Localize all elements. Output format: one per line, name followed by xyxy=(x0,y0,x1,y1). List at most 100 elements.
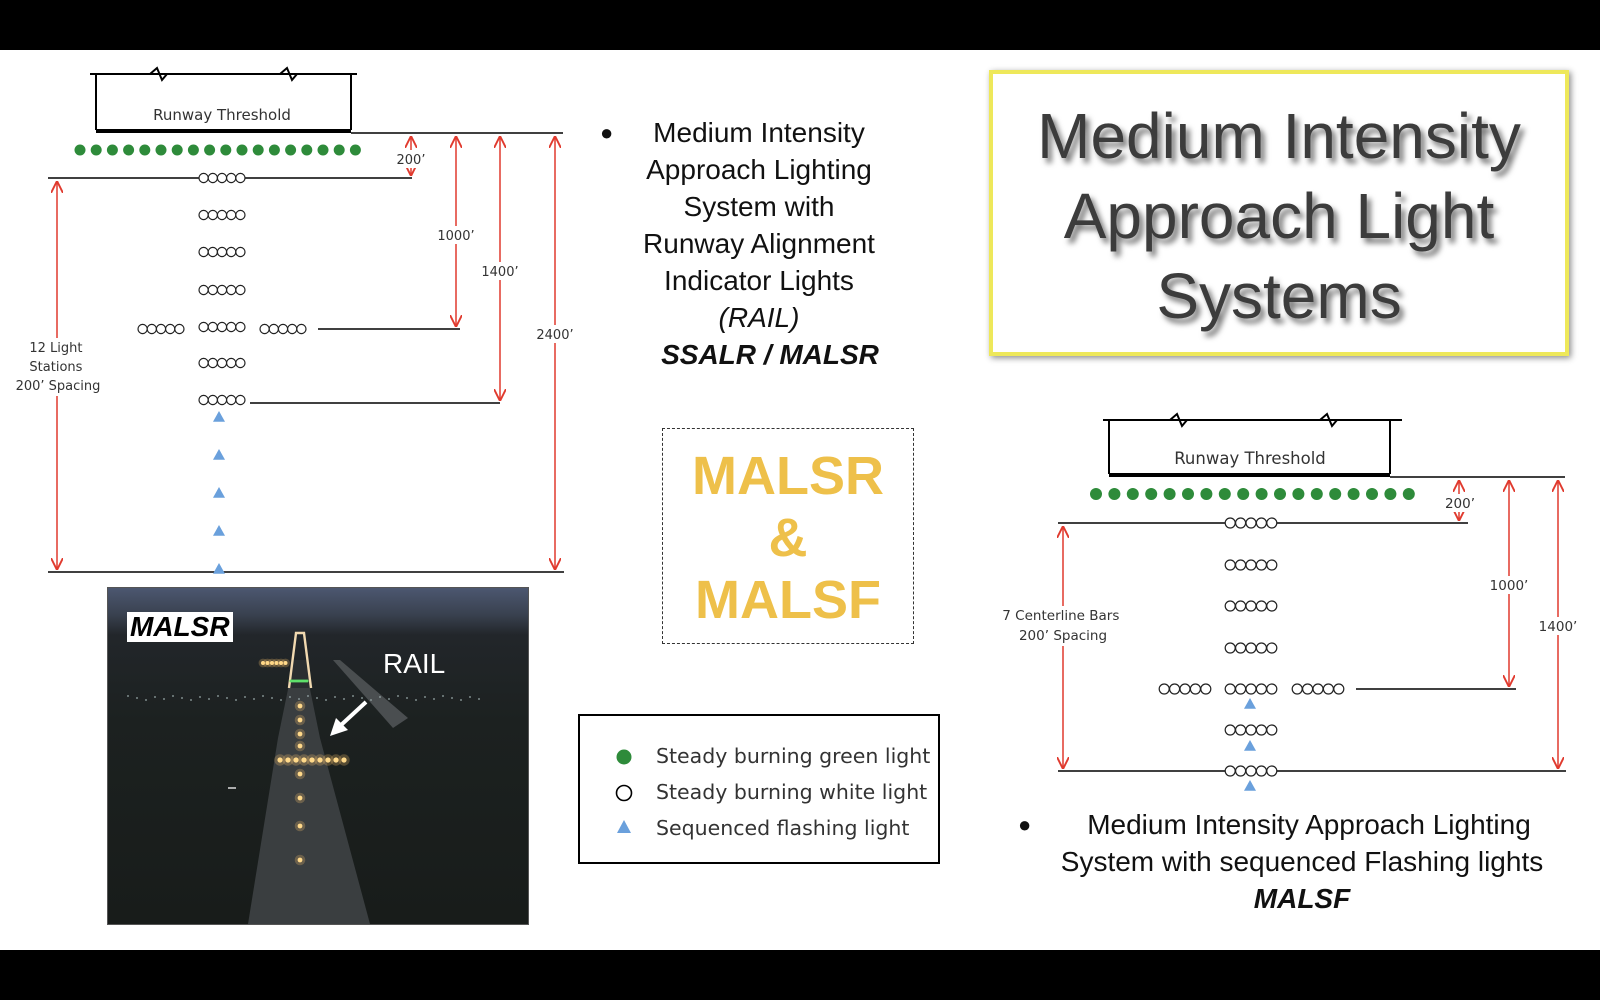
green-light xyxy=(1274,488,1286,500)
green-light xyxy=(317,144,329,156)
green-light xyxy=(90,144,102,156)
light-bar xyxy=(198,209,246,221)
spacing-label: 7 Centerline Bars 200’ Spacing xyxy=(1002,608,1123,644)
runway-light xyxy=(277,757,283,763)
light-bar xyxy=(1291,683,1345,695)
runway-light xyxy=(261,661,265,665)
desc-line: Medium Intensity xyxy=(653,117,865,148)
light-bar xyxy=(1158,683,1212,695)
light-bar xyxy=(198,246,246,258)
runway-scene xyxy=(127,631,480,924)
runway-light xyxy=(297,703,303,709)
desc-line: System with xyxy=(683,191,835,222)
light-bar xyxy=(1224,600,1278,612)
flasher-icon xyxy=(213,411,225,422)
light-bar xyxy=(1224,683,1278,695)
light-bar xyxy=(1224,724,1278,736)
green-light xyxy=(1108,488,1121,500)
flasher-icon xyxy=(213,449,225,460)
dim-1000: 1000’ xyxy=(437,229,474,244)
ampersand-label: & xyxy=(768,508,808,568)
light-bar xyxy=(198,321,246,333)
green-threshold-lights xyxy=(74,144,361,156)
green-light xyxy=(1200,488,1213,500)
green-light xyxy=(1145,488,1158,500)
title-box: Medium Intensity Approach Light Systems xyxy=(989,70,1569,356)
runway-light xyxy=(283,661,288,665)
dim-1400: 1400’ xyxy=(481,265,518,280)
desc-line: Runway Alignment xyxy=(643,228,875,259)
flasher-icon xyxy=(1244,740,1256,751)
green-light xyxy=(268,144,280,156)
light-bar xyxy=(1224,517,1278,529)
white-light-bars xyxy=(1158,517,1345,777)
malsf-diagram: Runway Threshold 200’ 1000’ 1400’ 7 Cent… xyxy=(1000,412,1582,791)
runway-light xyxy=(270,661,274,665)
green-light xyxy=(1126,488,1139,500)
green-light xyxy=(171,144,183,156)
green-light xyxy=(123,144,135,156)
rail-label: RAIL xyxy=(383,648,446,679)
green-light xyxy=(1366,488,1378,500)
slide: Runway Threshold 200’ 1000’ 1400’ 2400’ … xyxy=(0,50,1600,950)
green-light xyxy=(187,144,199,156)
dim-2400: 2400’ xyxy=(536,328,573,343)
white-light-bars xyxy=(137,172,307,406)
green-light xyxy=(349,144,361,156)
runway-light xyxy=(317,757,323,763)
runway-light xyxy=(274,661,279,665)
runway-light xyxy=(297,731,303,737)
blue-triangle-icon xyxy=(617,820,631,833)
flasher-icon xyxy=(1244,780,1256,791)
green-light xyxy=(1255,488,1268,500)
runway-light xyxy=(297,717,303,723)
legend-icons xyxy=(615,749,633,833)
dim-1000: 1000’ xyxy=(1490,578,1529,594)
green-light xyxy=(1182,488,1194,500)
runway-light xyxy=(297,823,303,829)
desc-line: Medium Intensity Approach Lighting xyxy=(1087,809,1531,840)
green-light xyxy=(74,144,86,156)
flasher-icon xyxy=(213,487,225,498)
runway-light xyxy=(297,771,303,777)
runway-light xyxy=(297,857,303,863)
green-light xyxy=(1090,488,1102,500)
light-bar xyxy=(1224,642,1278,654)
green-light xyxy=(285,144,297,156)
runway-light xyxy=(297,743,303,749)
malsr-malsf-box: MALSR & MALSF xyxy=(662,428,914,644)
spacing-label: 12 Light Stations 200’ Spacing xyxy=(16,341,101,394)
white-circle-icon xyxy=(615,784,633,802)
green-light xyxy=(1237,488,1250,500)
runway-light xyxy=(309,757,315,763)
page-title: Medium Intensity Approach Light Systems xyxy=(1037,100,1521,332)
green-light xyxy=(1310,488,1323,500)
green-light xyxy=(1384,488,1397,500)
dim-200: 200’ xyxy=(1445,496,1475,512)
desc-line: Indicator Lights xyxy=(664,265,854,296)
green-light xyxy=(252,144,264,156)
desc-line: (RAIL) xyxy=(718,302,800,333)
light-bar xyxy=(198,172,246,184)
green-light xyxy=(333,144,345,156)
legend-item-green: Steady burning green light xyxy=(656,744,931,768)
malsf-acronym: MALSF xyxy=(1253,883,1351,914)
legend-item-white: Steady burning white light xyxy=(656,780,928,804)
malsr-acronym: SSALR / MALSR xyxy=(661,339,879,370)
malsr-photo: MALSR RAIL xyxy=(107,587,529,925)
green-light xyxy=(1292,488,1305,500)
flasher-icon xyxy=(1244,698,1256,709)
green-threshold-lights xyxy=(1090,488,1415,500)
runway-light xyxy=(279,661,283,665)
desc-line: Approach Lighting xyxy=(646,154,872,185)
green-light xyxy=(220,144,232,156)
light-bar xyxy=(198,284,246,296)
runway-light xyxy=(341,757,347,763)
green-light xyxy=(1347,488,1360,500)
runway-light xyxy=(325,757,331,763)
threshold-label: Runway Threshold xyxy=(1174,449,1326,468)
bullet-icon: ● xyxy=(1018,812,1032,837)
bullet-icon: ● xyxy=(600,120,614,145)
green-light xyxy=(204,144,216,156)
green-light xyxy=(1329,488,1342,500)
